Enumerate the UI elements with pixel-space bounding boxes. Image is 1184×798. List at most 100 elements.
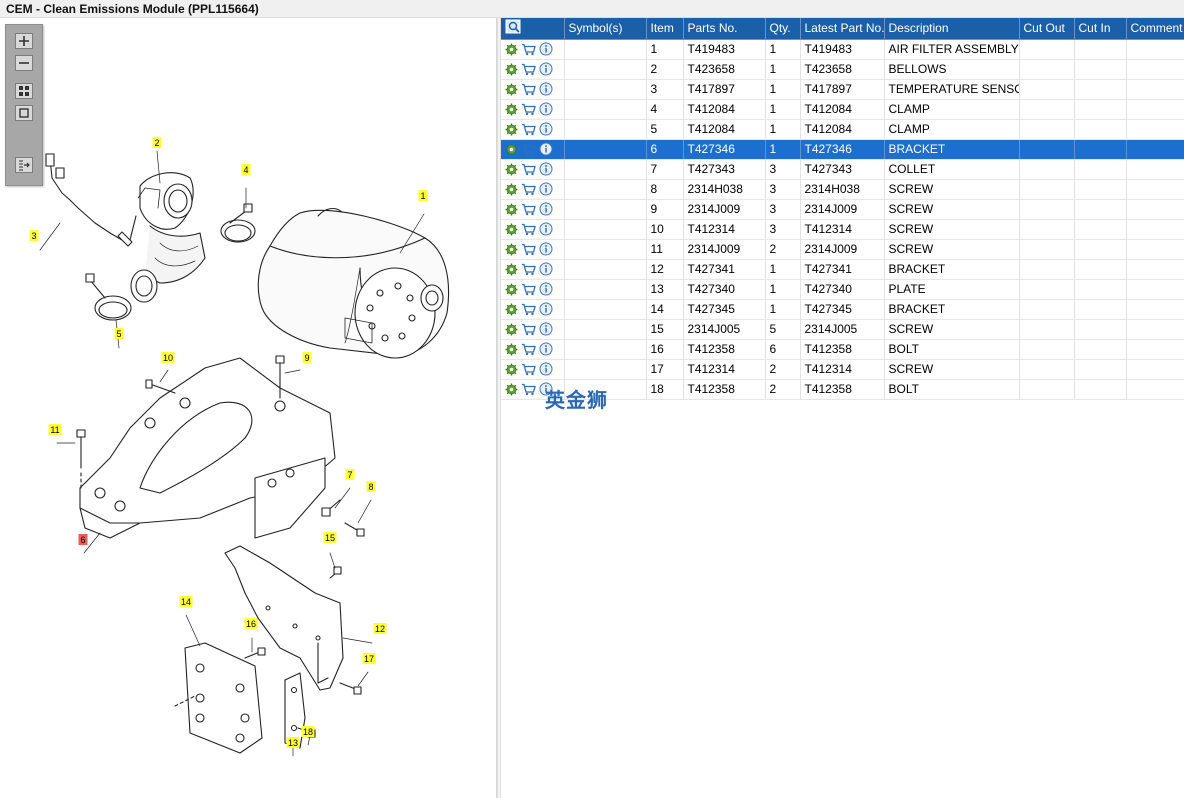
callout-8[interactable]: 8 [366,481,376,492]
callout-2[interactable]: 2 [152,137,162,148]
callout-13[interactable]: 13 [286,737,300,748]
gear-icon[interactable] [505,343,518,356]
callout-9[interactable]: 9 [302,352,312,363]
gear-icon[interactable] [505,363,518,376]
cart-icon[interactable] [521,43,536,56]
gear-icon[interactable] [505,63,518,76]
callout-5[interactable]: 5 [114,328,124,339]
column-header-description[interactable]: Description [884,18,1020,40]
column-header-comment[interactable]: Comment [1126,18,1184,40]
column-header-parts-no[interactable]: Parts No. [683,18,766,40]
cart-icon[interactable] [521,243,536,256]
search-parts-icon[interactable] [505,19,523,35]
column-header-qty[interactable]: Qty. [765,18,801,40]
info-icon[interactable] [539,262,553,276]
gear-icon[interactable] [505,43,518,56]
column-header-latest-part-no[interactable]: Latest Part No. [800,18,885,40]
info-icon[interactable] [539,62,553,76]
info-icon[interactable] [539,182,553,196]
toggle-panel-button[interactable] [15,157,33,173]
actual-size-button[interactable] [15,105,33,121]
info-icon[interactable] [539,222,553,236]
cart-icon[interactable] [521,163,536,176]
info-icon[interactable] [539,342,553,356]
cart-icon[interactable] [521,283,536,296]
gear-icon[interactable] [505,303,518,316]
callout-10[interactable]: 10 [161,352,175,363]
gear-icon[interactable] [505,123,518,136]
cart-icon[interactable] [521,383,536,396]
callout-3[interactable]: 3 [29,230,39,241]
gear-icon[interactable] [505,383,518,396]
callout-6[interactable]: 6 [78,534,88,545]
gear-icon[interactable] [505,203,518,216]
callout-11[interactable]: 11 [48,424,62,435]
cart-icon[interactable] [521,323,536,336]
info-icon[interactable] [539,42,553,56]
callout-15[interactable]: 15 [323,532,337,543]
cart-icon[interactable] [521,83,536,96]
gear-icon[interactable] [505,263,518,276]
gear-icon[interactable] [505,243,518,256]
info-icon[interactable] [539,282,553,296]
gear-icon[interactable] [505,283,518,296]
callout-14[interactable]: 14 [179,596,193,607]
info-icon[interactable] [539,82,553,96]
info-icon[interactable] [539,122,553,136]
pane-splitter[interactable] [497,18,501,798]
callout-18[interactable]: 18 [301,726,315,737]
cart-icon[interactable] [521,123,536,136]
info-icon[interactable] [539,102,553,116]
zoom-in-button[interactable] [15,33,33,49]
info-icon[interactable] [539,322,553,336]
gear-icon[interactable] [505,103,518,116]
info-icon[interactable] [539,242,553,256]
cart-icon[interactable] [521,103,536,116]
callout-16[interactable]: 16 [244,618,258,629]
info-icon[interactable] [539,302,553,316]
cart-icon[interactable] [521,343,536,356]
cart-icon[interactable] [521,303,536,316]
cart-icon[interactable] [521,223,536,236]
callout-7[interactable]: 7 [345,469,355,480]
info-icon[interactable] [539,162,553,176]
gear-icon[interactable] [505,83,518,96]
gear-icon[interactable] [505,163,518,176]
column-header-item[interactable]: Item [646,18,684,40]
gear-icon[interactable] [505,323,518,336]
cart-icon[interactable] [521,263,536,276]
info-icon[interactable] [539,382,553,396]
callout-1[interactable]: 1 [418,190,428,201]
zoom-out-button[interactable] [15,55,33,71]
cart-icon[interactable] [521,203,536,216]
info-icon[interactable] [539,142,553,156]
gear-icon[interactable] [505,143,518,156]
callout-17[interactable]: 17 [362,653,376,664]
cart-icon[interactable] [521,143,536,156]
column-header-symbols[interactable]: Symbol(s) [564,18,647,40]
fit-view-button[interactable] [15,83,33,99]
gear-icon[interactable] [505,183,518,196]
info-icon[interactable] [539,362,553,376]
cart-icon[interactable] [521,363,536,376]
